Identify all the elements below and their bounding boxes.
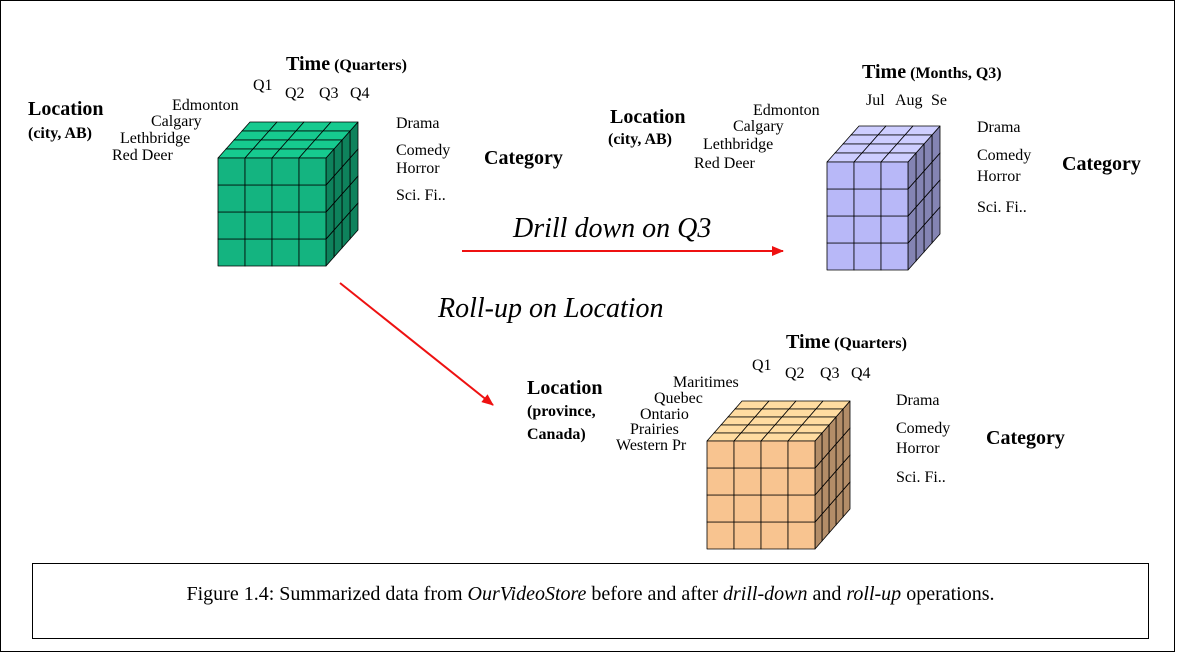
cube2-category-label: Horror	[977, 168, 1021, 185]
cube3-quarter-label: Q1	[752, 357, 772, 374]
cube3-category-label: Drama	[896, 392, 940, 409]
data-cell	[298, 148, 335, 186]
cube3-category-label: Sci. Fi..	[896, 469, 946, 486]
cube1-category-label: Sci. Fi..	[396, 187, 446, 204]
cube3-quarter-label: Q3	[820, 365, 840, 382]
drill-down-label: Drill down on Q3	[513, 213, 712, 244]
cube1-location-title: Location	[28, 98, 104, 120]
roll-up-label: Roll-up on Location	[438, 293, 664, 324]
cube3-location-sub: (province,	[527, 403, 596, 420]
cube1-city-label: Calgary	[151, 113, 202, 130]
cube1-location-sub: (city, AB)	[28, 125, 92, 142]
cube2-category-label: Comedy	[977, 147, 1032, 164]
figure-caption: Figure 1.4: Summarized data from OurVide…	[186, 583, 995, 605]
cube-quarters-province	[706, 400, 851, 550]
caption-box	[32, 563, 1149, 639]
cube3-province-label: Western Pr	[616, 437, 687, 454]
roll-up-arrow	[339, 282, 494, 406]
cube1-city-label: Red Deer	[112, 147, 173, 164]
cube3-category-label: Comedy	[896, 420, 951, 437]
cube2-time-label: Time (Months, Q3)	[862, 61, 1002, 83]
cube3-province-label: Prairies	[630, 421, 679, 438]
cube3-time-label: Time (Quarters)	[786, 331, 907, 353]
cube2-category-label: Drama	[977, 119, 1021, 136]
cube1-city-label: Edmonton	[172, 97, 239, 114]
cube1-category-label: Comedy	[396, 142, 451, 159]
cube2-month-label: Se	[931, 92, 947, 109]
cube1-quarter-label: Q4	[350, 85, 370, 102]
cube2-month-label: Aug	[895, 92, 923, 109]
data-cell	[880, 152, 917, 190]
cube3-quarter-label: Q2	[785, 365, 805, 382]
cube2-city-label: Calgary	[733, 118, 784, 135]
cube3-category-title: Category	[986, 427, 1065, 449]
cube1-quarter-label: Q2	[285, 85, 305, 102]
cube3-province-label: Ontario	[640, 406, 689, 423]
cube1-category-label: Horror	[396, 160, 440, 177]
cube1-category-title: Category	[484, 147, 563, 169]
cube2-city-label: Red Deer	[694, 155, 755, 172]
cube2-category-label: Sci. Fi..	[977, 199, 1027, 216]
cube2-location-sub: (city, AB)	[608, 131, 672, 148]
cube2-category-title: Category	[1062, 153, 1141, 175]
cube3-location-sub: Canada)	[527, 426, 586, 443]
cube2-city-label: Edmonton	[753, 102, 820, 119]
cube1-city-label: Lethbridge	[120, 130, 191, 147]
cube-months-city	[826, 125, 941, 271]
cube1-category-label: Drama	[396, 115, 440, 132]
cube1-time-label: Time (Quarters)	[286, 53, 407, 75]
cube1-quarter-label: Q3	[319, 85, 339, 102]
cube3-quarter-label: Q4	[851, 365, 871, 382]
cube3-location-title: Location	[527, 377, 603, 399]
cube2-location-title: Location	[610, 106, 686, 128]
cube3-province-label: Maritimes	[673, 374, 739, 391]
cube1-quarter-label: Q1	[253, 77, 273, 94]
cube2-month-label: Jul	[866, 92, 885, 109]
cube-quarters-city	[217, 121, 359, 267]
data-cell	[787, 432, 823, 469]
cube3-category-label: Horror	[896, 440, 940, 457]
cube2-city-label: Lethbridge	[703, 136, 774, 153]
cube3-province-label: Quebec	[654, 390, 703, 407]
